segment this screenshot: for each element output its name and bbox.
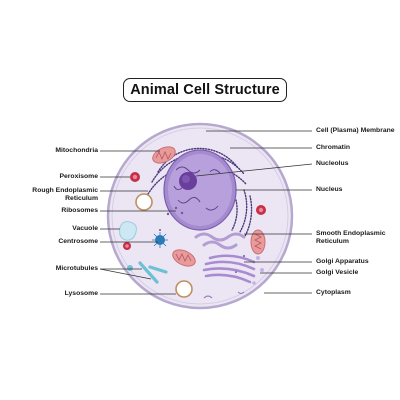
label-nucleus: Nucleus	[316, 186, 343, 193]
label-cell-membrane: Cell (Plasma) Membrane	[316, 127, 395, 134]
ribosomes-shape	[159, 206, 245, 273]
smooth-er-shape	[194, 232, 246, 250]
label-ribosomes: Ribosomes	[61, 207, 98, 214]
peroxisome-shape	[123, 172, 266, 250]
golgi-shape	[202, 254, 256, 284]
label-golgi-vesicle: Golgi Vesicle	[316, 269, 359, 276]
label-nucleolus: Nucleolus	[316, 160, 349, 167]
label-rough-er: Rough Endoplasmic Reticulum	[32, 187, 98, 202]
label-lysosome: Lysosome	[64, 290, 98, 297]
label-peroxisome: Peroxisome	[59, 173, 98, 180]
chromatin-shape	[173, 166, 221, 211]
label-golgi-apparatus: Golgi Apparatus	[316, 258, 369, 265]
centrosome-shape	[152, 232, 168, 248]
label-chromatin: Chromatin	[316, 144, 350, 151]
golgi-vesicle-shape	[252, 256, 264, 285]
mitochondria-shape	[152, 146, 266, 267]
label-microtubules: Microtubules	[55, 265, 98, 272]
label-cytoplasm: Cytoplasm	[316, 289, 351, 296]
cell-inner-line	[111, 127, 289, 305]
lysosome-shape	[135, 193, 193, 298]
microtubules-shape	[138, 261, 168, 284]
diagram-title: Animal Cell Structure	[130, 82, 280, 98]
nucleus-inner	[168, 154, 232, 226]
label-vacuole: Vacuole	[72, 225, 98, 232]
label-centrosome: Centrosome	[58, 238, 98, 245]
vacuole-shape	[119, 221, 137, 241]
label-smooth-er: Smooth Endoplasmic Reticulum	[316, 230, 386, 245]
label-mitochondria: Mitochondria	[55, 147, 98, 154]
title-box: Animal Cell Structure	[123, 78, 287, 102]
